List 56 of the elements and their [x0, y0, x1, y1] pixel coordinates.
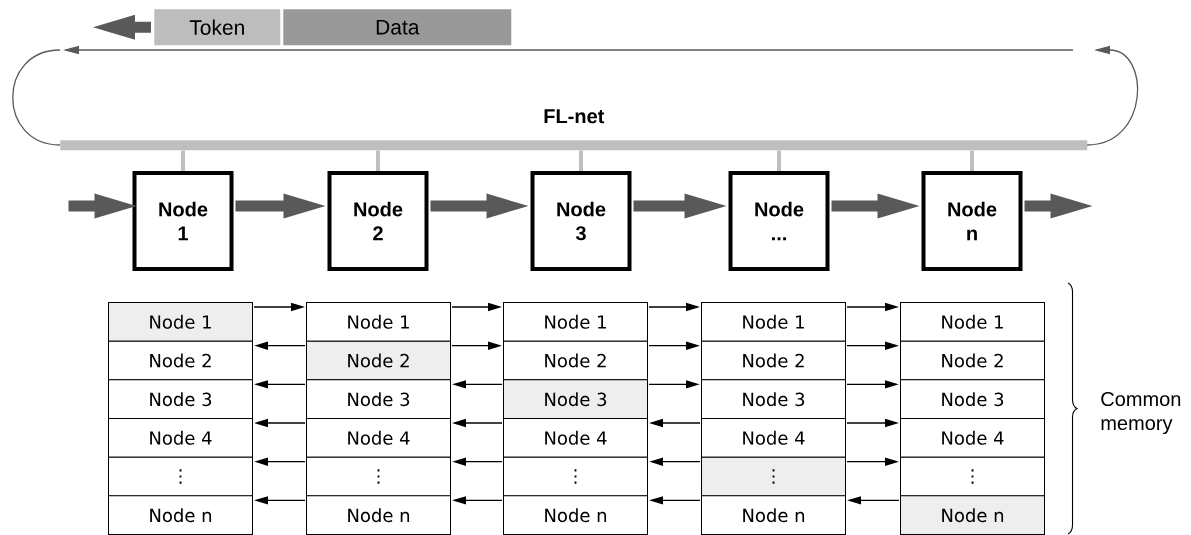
memory-cell: Node 4 — [306, 418, 451, 458]
memory-cell: Node 1 — [306, 302, 451, 342]
node-box: Node 1 — [132, 171, 234, 271]
memory-cell: Node 2 — [306, 340, 451, 381]
node-label: FL-net — [544, 109, 605, 124]
memory-cell: Node n — [503, 495, 648, 535]
memory-cell: Node 4 — [701, 418, 846, 458]
arrow — [430, 193, 529, 219]
connector-line — [970, 150, 974, 171]
memory-cell: ⋮ — [701, 456, 846, 497]
memory-cell: Node 3 — [306, 379, 451, 419]
arrow — [1024, 193, 1093, 219]
memory-cell: Node 1 — [503, 302, 648, 342]
memory-cell: ⋮ — [900, 456, 1045, 497]
node-label: Node n — [743, 508, 805, 523]
memory-cell: Node n — [108, 495, 253, 535]
memory-cell: Node 3 — [503, 379, 648, 419]
memory-cell: Node 4 — [900, 418, 1045, 458]
memory-cell: Node 2 — [108, 340, 253, 381]
connector-line — [579, 150, 583, 171]
memory-cell: Node 2 — [701, 340, 846, 381]
memory-cell: Node 1 — [701, 302, 846, 342]
memory-cell: ⋮ — [306, 456, 451, 497]
memory-cell: ⋮ — [108, 456, 253, 497]
arrow — [633, 193, 727, 219]
memory-cell: Node 2 — [900, 340, 1045, 381]
memory-cell: Node 3 — [701, 379, 846, 419]
connector-line — [777, 150, 781, 171]
arrow — [93, 14, 151, 40]
node-box: Node ... — [728, 171, 830, 271]
memory-cell: Node 1 — [108, 302, 253, 342]
memory-cell: Node 3 — [108, 379, 253, 419]
arrow — [831, 193, 920, 219]
packet-field-box: Token — [154, 9, 281, 46]
node-box: Node 3 — [530, 171, 632, 271]
packet-field-box: Data — [283, 9, 512, 46]
connector-line — [181, 150, 185, 171]
node-label: Node n — [545, 508, 607, 523]
memory-cell: Node 1 — [900, 302, 1045, 342]
memory-cell: Node n — [306, 495, 451, 535]
node-label: Node n — [348, 508, 410, 523]
memory-cell: Node 4 — [108, 418, 253, 458]
node-box: Node 2 — [327, 171, 429, 271]
memory-cell: Node 2 — [503, 340, 648, 381]
connector-line — [376, 150, 380, 171]
memory-cell: ⋮ — [503, 456, 648, 497]
memory-cell: Node n — [900, 495, 1045, 535]
node-label: Node n — [150, 508, 212, 523]
arrow — [235, 193, 326, 219]
memory-cell: Node 3 — [900, 379, 1045, 419]
memory-cell: Node n — [701, 495, 846, 535]
node-box: Node n — [921, 171, 1023, 271]
arrow — [68, 193, 137, 219]
note-text: Common memory — [1101, 391, 1181, 435]
memory-cell: Node 4 — [503, 418, 648, 458]
bus-bar: FL-net — [60, 109, 1088, 151]
